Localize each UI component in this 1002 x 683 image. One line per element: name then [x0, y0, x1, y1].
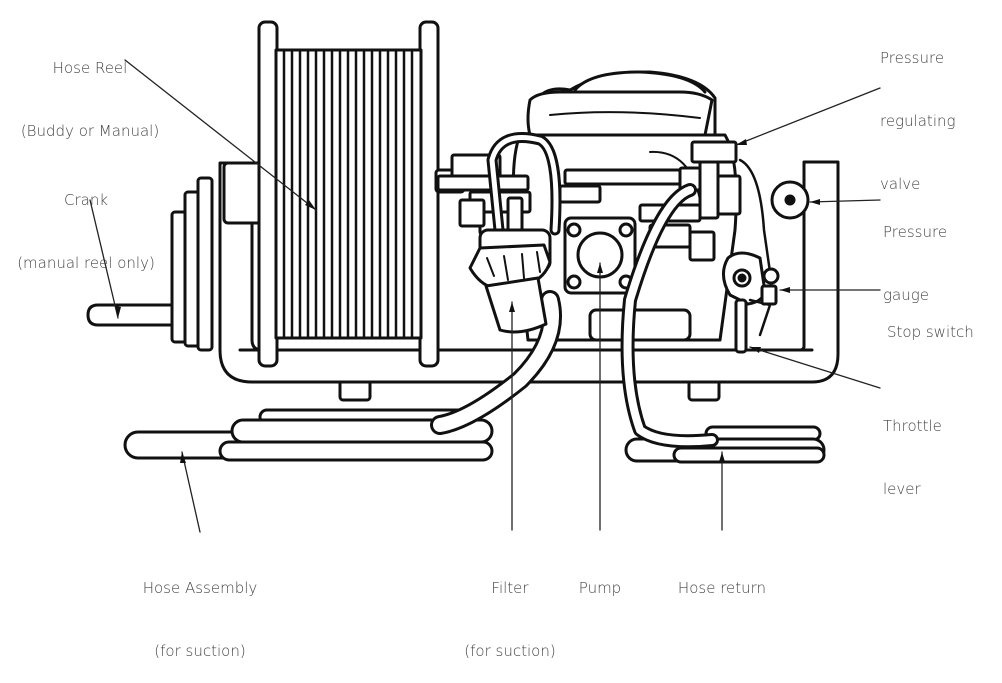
- diagram-drawing: [86, 20, 881, 533]
- label-hose-assembly-line1: Hose Assembly: [142, 579, 258, 597]
- label-gauge-line2: gauge: [883, 286, 929, 304]
- label-hose-assembly-line2: (for suction): [154, 642, 246, 660]
- label-hose-reel-line2: (Buddy or Manual): [20, 122, 160, 140]
- label-hose-return: Hose return: [660, 536, 784, 620]
- label-filter: Filter (for suction): [450, 536, 570, 683]
- label-pump: Pump: [560, 536, 640, 620]
- label-hose-assembly: Hose Assembly (for suction): [120, 536, 280, 683]
- pump: [563, 216, 637, 295]
- pump-unit-diagram: Hose Reel (Buddy or Manual) Crank (manua…: [6, 6, 997, 660]
- label-filter-line1: Filter: [491, 579, 529, 597]
- pressure-gauge-icon: [770, 180, 810, 220]
- stop-switch-icon: [760, 267, 780, 306]
- label-throttle-line2: lever: [883, 480, 921, 498]
- label-stop-switch: Stop switch: [887, 280, 997, 364]
- label-pressure-gauge: Pressure gauge: [883, 180, 993, 327]
- ground-hose-left: [123, 408, 494, 462]
- label-throttle-line1: Throttle: [883, 417, 942, 435]
- label-prv-line1: Pressure: [880, 49, 945, 67]
- label-pressure-regulating-valve: Pressure regulating valve: [880, 6, 990, 216]
- label-gauge-line1: Pressure: [883, 223, 948, 241]
- crank: [86, 176, 214, 352]
- label-stop-switch-line1: Stop switch: [887, 323, 974, 341]
- leader-lines: [89, 59, 881, 533]
- leader-arrowheads: [115, 139, 820, 463]
- label-crank-line1: Crank: [63, 191, 109, 209]
- filter: [468, 228, 552, 334]
- hose-reel: [222, 20, 466, 368]
- label-crank: Crank (manual reel only): [6, 148, 166, 295]
- label-crank-line2: (manual reel only): [17, 254, 155, 272]
- label-throttle-lever: Throttle lever: [883, 374, 993, 521]
- label-hose-reel-line1: Hose Reel: [52, 59, 128, 77]
- frame: [218, 160, 840, 384]
- label-hose-reel: Hose Reel (Buddy or Manual): [10, 16, 170, 163]
- label-hose-return-line1: Hose return: [677, 579, 767, 597]
- label-pump-line1: Pump: [578, 579, 622, 597]
- label-prv-line2: regulating: [880, 112, 956, 130]
- label-prv-line3: valve: [880, 175, 921, 193]
- label-filter-line2: (for suction): [464, 642, 556, 660]
